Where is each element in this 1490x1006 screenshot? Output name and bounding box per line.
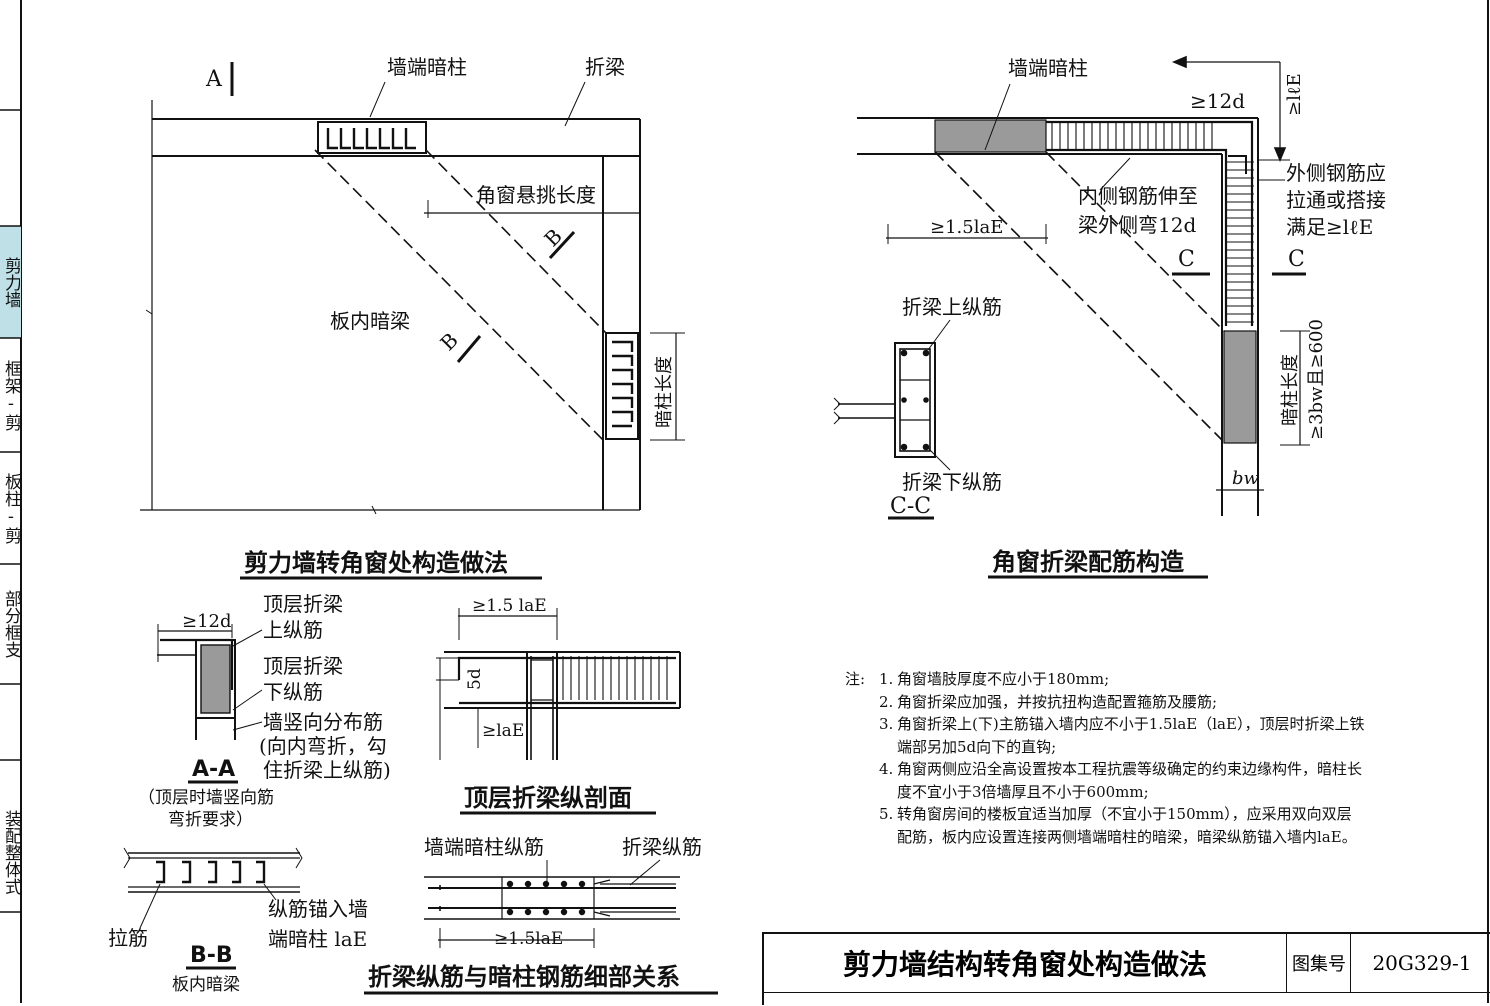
fig4-label-lae: ≥laE — [482, 721, 524, 741]
fig2-label-column-length: 暗柱长度 — [1280, 354, 1301, 426]
fig2-title: 角窗折梁配筋构造 — [992, 548, 1184, 576]
fig5-title: B-B — [190, 943, 233, 968]
drawing-title: 剪力墙结构转角窗处构造做法 — [764, 934, 1287, 992]
note-text: 角窗折梁上(下)主筋锚入墙内应不小于1.5laE（laE），顶层时折梁上铁端部另… — [897, 715, 1365, 756]
fig1-label-column-length: 暗柱长度 — [654, 356, 675, 428]
fig3-label-vbar1: 墙竖向分布筋 — [263, 710, 383, 734]
note-4: 4.角窗两侧应沿全高设置按本工程抗震等级确定的约束边缘构件，暗柱长度不宜小于3倍… — [845, 758, 1365, 803]
note-number: 1. — [879, 670, 894, 688]
fig1-label-b-lower: B — [435, 328, 462, 355]
fig6-bar-detail: 墙端暗柱纵筋 折梁纵筋 ≥1.5laE 折梁纵筋与暗柱钢筋细部关系 — [364, 835, 718, 995]
fig4-top-beam-section: ≥1.5 laE 5d ≥laE 顶层折梁纵剖面 — [436, 596, 681, 815]
fig2-label-top-bar: 折梁上纵筋 — [902, 295, 1002, 319]
fig3-label-12d: ≥12d — [182, 611, 232, 632]
note-1: 注: 1.角窗墙肢厚度不应小于180mm; — [845, 668, 1365, 691]
fig1-label-b-upper: B — [539, 224, 566, 251]
fig1-label-slab-beam: 板内暗梁 — [330, 309, 410, 333]
notes-block: 注: 1.角窗墙肢厚度不应小于180mm; 2.角窗折梁应加强，并按抗扭构造配置箍… — [845, 668, 1365, 848]
note-2: 2.角窗折梁应加强，并按抗扭构造配置箍筋及腰筋; — [845, 691, 1365, 714]
fig2-label-cc: C-C — [890, 494, 931, 519]
fig4-label-15lae: ≥1.5 laE — [472, 596, 547, 616]
fig2-corner-beam: 墙端暗柱 ≥12d ≥lℓE 外侧钢筋应 拉通或搭接 满足≥lℓE 内侧钢筋伸至… — [833, 55, 1386, 579]
fig1-title: 剪力墙转角窗处构造做法 — [244, 549, 508, 577]
sidebar-tab-frame-shear[interactable]: 框架-剪 — [1, 359, 20, 431]
fig3-label-bot2: 下纵筋 — [263, 680, 323, 704]
fig4-label-5d: 5d — [465, 668, 485, 690]
note-number: 3. — [879, 715, 894, 733]
fig2-label-c-left: C — [1178, 247, 1195, 272]
fig2-label-outer-line1: 外侧钢筋应 — [1286, 161, 1386, 185]
fig5-label-tie: 拉筋 — [108, 926, 148, 950]
signature-strip — [764, 992, 1490, 1006]
note-5: 5.转角窗房间的楼板宜适当加厚（不宜小于150mm），应采用双向双层配筋，板内应… — [845, 803, 1365, 848]
notes-lead: 注: — [845, 670, 866, 688]
fig3-title: A-A — [192, 757, 235, 782]
atlas-label: 图集号 — [1288, 934, 1351, 992]
fig2-label-15lae: ≥1.5laE — [930, 217, 1003, 238]
fig3-label-vbar2: (向内弯折，勾 — [259, 734, 387, 758]
fig2-label-column-min: ≥3bw且≥600 — [1306, 319, 1327, 440]
note-number: 5. — [879, 805, 894, 823]
fig2-label-wall-column: 墙端暗柱 — [1008, 56, 1088, 80]
fig2-label-bw: bw — [1232, 468, 1260, 489]
note-text: 角窗折梁应加强，并按抗扭构造配置箍筋及腰筋; — [897, 692, 1218, 711]
fig3-caption1: （顶层时墙竖向筋 — [138, 788, 274, 808]
title-block: 剪力墙结构转角窗处构造做法 图集号 20G329-1 — [762, 932, 1490, 1005]
fig1-plan: A 墙端暗柱 折梁 角窗悬挑长度 B B 板内暗梁 暗柱长度 剪力墙转角窗处构造… — [140, 55, 685, 580]
note-number: 2. — [879, 692, 894, 711]
fig1-label-fold-beam: 折梁 — [585, 55, 625, 79]
note-text: 转角窗房间的楼板宜适当加厚（不宜小于150mm），应采用双向双层配筋，板内应设置… — [897, 805, 1357, 846]
fig2-label-c-right: C — [1288, 247, 1305, 272]
fig3-label-top2: 上纵筋 — [263, 618, 323, 642]
fig1-label-cantilever: 角窗悬挑长度 — [476, 183, 596, 207]
fig2-label-12d: ≥12d — [1190, 89, 1245, 113]
fig2-label-inner-line1: 内侧钢筋伸至 — [1078, 184, 1198, 208]
fig3-label-vbar3: 住折梁上纵筋) — [263, 758, 391, 782]
fig3-label-top1: 顶层折梁 — [263, 592, 343, 616]
sidebar-tab-slab-column[interactable]: 板柱-剪 — [1, 472, 20, 544]
active-tab-highlight — [0, 226, 21, 338]
fig3-caption2: 弯折要求） — [168, 810, 253, 830]
sidebar-tab-assembled[interactable]: 装配整体式 — [1, 809, 20, 895]
sidebar-tab-partial-frame[interactable]: 部分框支 — [1, 590, 20, 658]
fig5-label-anchor2: 端暗柱 laE — [268, 927, 367, 951]
fig4-title: 顶层折梁纵剖面 — [464, 784, 632, 812]
fig5-subtitle: 板内暗梁 — [172, 975, 240, 995]
fig1-label-wall-column: 墙端暗柱 — [387, 55, 467, 79]
fig1-label-a: A — [205, 67, 223, 92]
sidebar-tab-shear-wall[interactable]: 剪力墙 — [1, 256, 20, 308]
fig3-section-aa: ≥12d 顶层折梁 上纵筋 顶层折梁 下纵筋 墙竖向分布筋 (向内弯折，勾 住折… — [138, 592, 391, 830]
fig6-label-beam-bar: 折梁纵筋 — [622, 835, 702, 859]
fig2-label-lle: ≥lℓE — [1284, 73, 1305, 116]
fig3-label-bot1: 顶层折梁 — [263, 654, 343, 678]
fig5-section-bb: 拉筋 纵筋锚入墙 端暗柱 laE B-B 板内暗梁 — [108, 847, 368, 995]
fig5-label-anchor1: 纵筋锚入墙 — [268, 897, 368, 921]
fig6-label-column-bar: 墙端暗柱纵筋 — [424, 835, 544, 859]
note-text: 角窗墙肢厚度不应小于180mm; — [897, 670, 1110, 688]
fig2-label-outer-line3: 满足≥lℓE — [1286, 215, 1373, 239]
fig2-label-bottom-bar: 折梁下纵筋 — [902, 470, 1002, 494]
note-number: 4. — [879, 760, 894, 778]
fig2-label-inner-line2: 梁外侧弯12d — [1078, 213, 1196, 237]
note-text: 角窗两侧应沿全高设置按本工程抗震等级确定的约束边缘构件，暗柱长度不宜小于3倍墙厚… — [897, 760, 1363, 801]
fig2-label-outer-line2: 拉通或搭接 — [1286, 188, 1386, 212]
fig6-title: 折梁纵筋与暗柱钢筋细部关系 — [368, 963, 680, 991]
fig6-label-15lae: ≥1.5laE — [494, 929, 563, 949]
atlas-code: 20G329-1 — [1372, 951, 1472, 975]
note-3: 3.角窗折梁上(下)主筋锚入墙内应不小于1.5laE（laE），顶层时折梁上铁端… — [845, 713, 1365, 758]
